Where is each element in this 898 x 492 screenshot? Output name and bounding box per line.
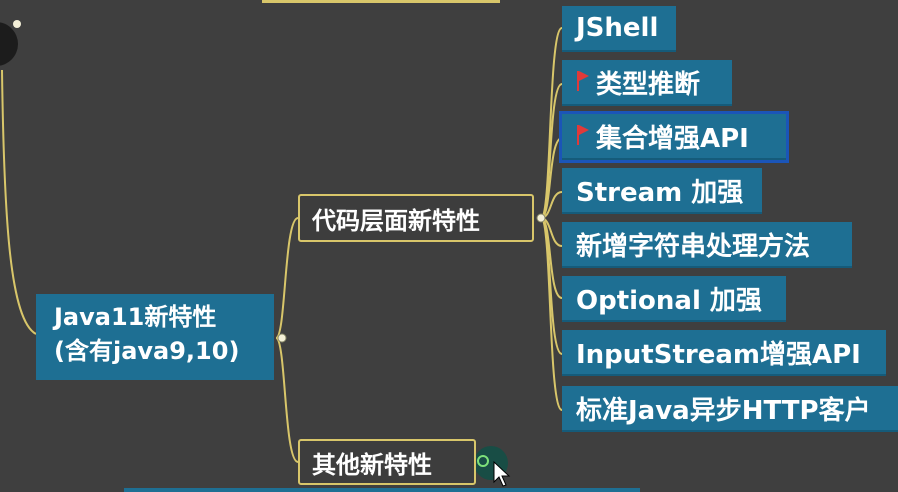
mouse-pointer-icon <box>493 460 511 487</box>
leaf-stream[interactable]: Stream 加强 <box>562 168 762 214</box>
leaf-inputstream[interactable]: InputStream增强API <box>562 330 886 376</box>
flag-icon <box>576 69 590 91</box>
code-level-branch-label: 代码层面新特性 <box>312 206 480 235</box>
leaf-collection-api[interactable]: 集合增强API <box>562 114 786 160</box>
leaf-label: Optional 加强 <box>576 285 762 316</box>
root-title: Java11新特性 <box>54 303 217 331</box>
code-level-branch[interactable]: 代码层面新特性 <box>298 194 534 242</box>
leaf-label: 标准Java异步HTTP客户 <box>576 395 871 426</box>
leaf-string-methods[interactable]: 新增字符串处理方法 <box>562 222 852 268</box>
expand-knob-ring <box>477 455 489 467</box>
root-knob[interactable] <box>277 333 287 343</box>
parent-node-edge <box>0 22 18 66</box>
collapse-dot <box>13 20 21 28</box>
code-branch-knob[interactable] <box>536 213 546 223</box>
leaf-http-client[interactable]: 标准Java异步HTTP客户 <box>562 386 898 432</box>
leaf-label: Stream 加强 <box>576 177 744 208</box>
leaf-label: JShell <box>576 13 659 43</box>
other-features-branch[interactable]: 其他新特性 <box>298 439 476 485</box>
leaf-label: 类型推断 <box>596 69 701 100</box>
bottom-partial-node <box>124 488 640 492</box>
connector-root-other <box>275 337 299 463</box>
top-partial-node <box>262 0 500 3</box>
leaf-optional[interactable]: Optional 加强 <box>562 276 786 322</box>
flag-icon <box>576 123 590 145</box>
other-features-branch-label: 其他新特性 <box>312 450 432 479</box>
leaf-jshell[interactable]: JShell <box>562 6 676 52</box>
leaf-label: 新增字符串处理方法 <box>576 231 811 262</box>
root-node[interactable]: Java11新特性 (含有java9,10) <box>36 294 274 380</box>
root-subtitle: (含有java9,10) <box>54 337 240 365</box>
connector-root-code <box>275 217 299 339</box>
leaf-type-inference[interactable]: 类型推断 <box>562 60 732 106</box>
connector-to-root <box>1 69 37 335</box>
leaf-label: InputStream增强API <box>576 339 861 370</box>
leaf-label: 集合增强API <box>596 123 749 154</box>
